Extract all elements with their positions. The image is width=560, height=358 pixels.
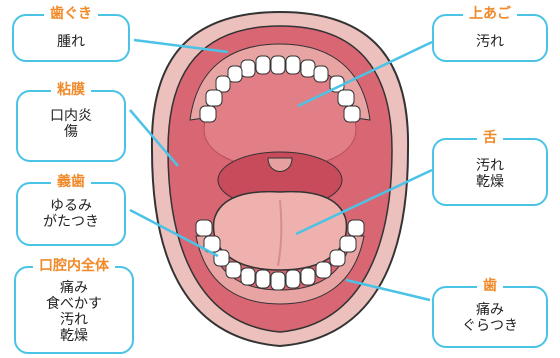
- label-mucosa-line: 傷: [18, 124, 124, 140]
- label-teeth: 歯 痛み ぐらつき: [432, 286, 548, 348]
- label-denture-line: ゆるみ: [18, 198, 124, 214]
- label-teeth-title: 歯: [477, 278, 503, 294]
- label-palate: 上あご 汚れ: [432, 14, 548, 62]
- label-teeth-line: ぐらつき: [434, 318, 546, 334]
- label-tongue-line: 汚れ: [434, 158, 546, 174]
- label-denture: 義歯 ゆるみ がたつき: [16, 182, 126, 246]
- label-whole-mouth: 口腔内全体 痛み 食べかす 汚れ 乾燥: [14, 266, 134, 354]
- label-whole-mouth-line: 汚れ: [16, 312, 132, 328]
- label-teeth-line: 痛み: [434, 302, 546, 318]
- label-tongue: 舌 汚れ 乾燥: [432, 138, 548, 206]
- label-gums-line: 腫れ: [14, 34, 128, 50]
- label-whole-mouth-title: 口腔内全体: [33, 258, 115, 274]
- label-tongue-line: 乾燥: [434, 174, 546, 190]
- label-mucosa-line: 口内炎: [18, 108, 124, 124]
- label-palate-line: 汚れ: [434, 34, 546, 50]
- label-mucosa: 粘膜 口内炎 傷: [16, 90, 126, 162]
- label-gums: 歯ぐき 腫れ: [12, 14, 130, 62]
- label-whole-mouth-line: 乾燥: [16, 328, 132, 344]
- label-gums-title: 歯ぐき: [44, 6, 98, 22]
- label-denture-line: がたつき: [18, 214, 124, 230]
- label-mucosa-title: 粘膜: [51, 82, 91, 98]
- label-denture-title: 義歯: [51, 174, 91, 190]
- label-whole-mouth-line: 痛み: [16, 280, 132, 296]
- label-palate-title: 上あご: [463, 6, 517, 22]
- label-tongue-title: 舌: [477, 130, 503, 146]
- label-whole-mouth-line: 食べかす: [16, 296, 132, 312]
